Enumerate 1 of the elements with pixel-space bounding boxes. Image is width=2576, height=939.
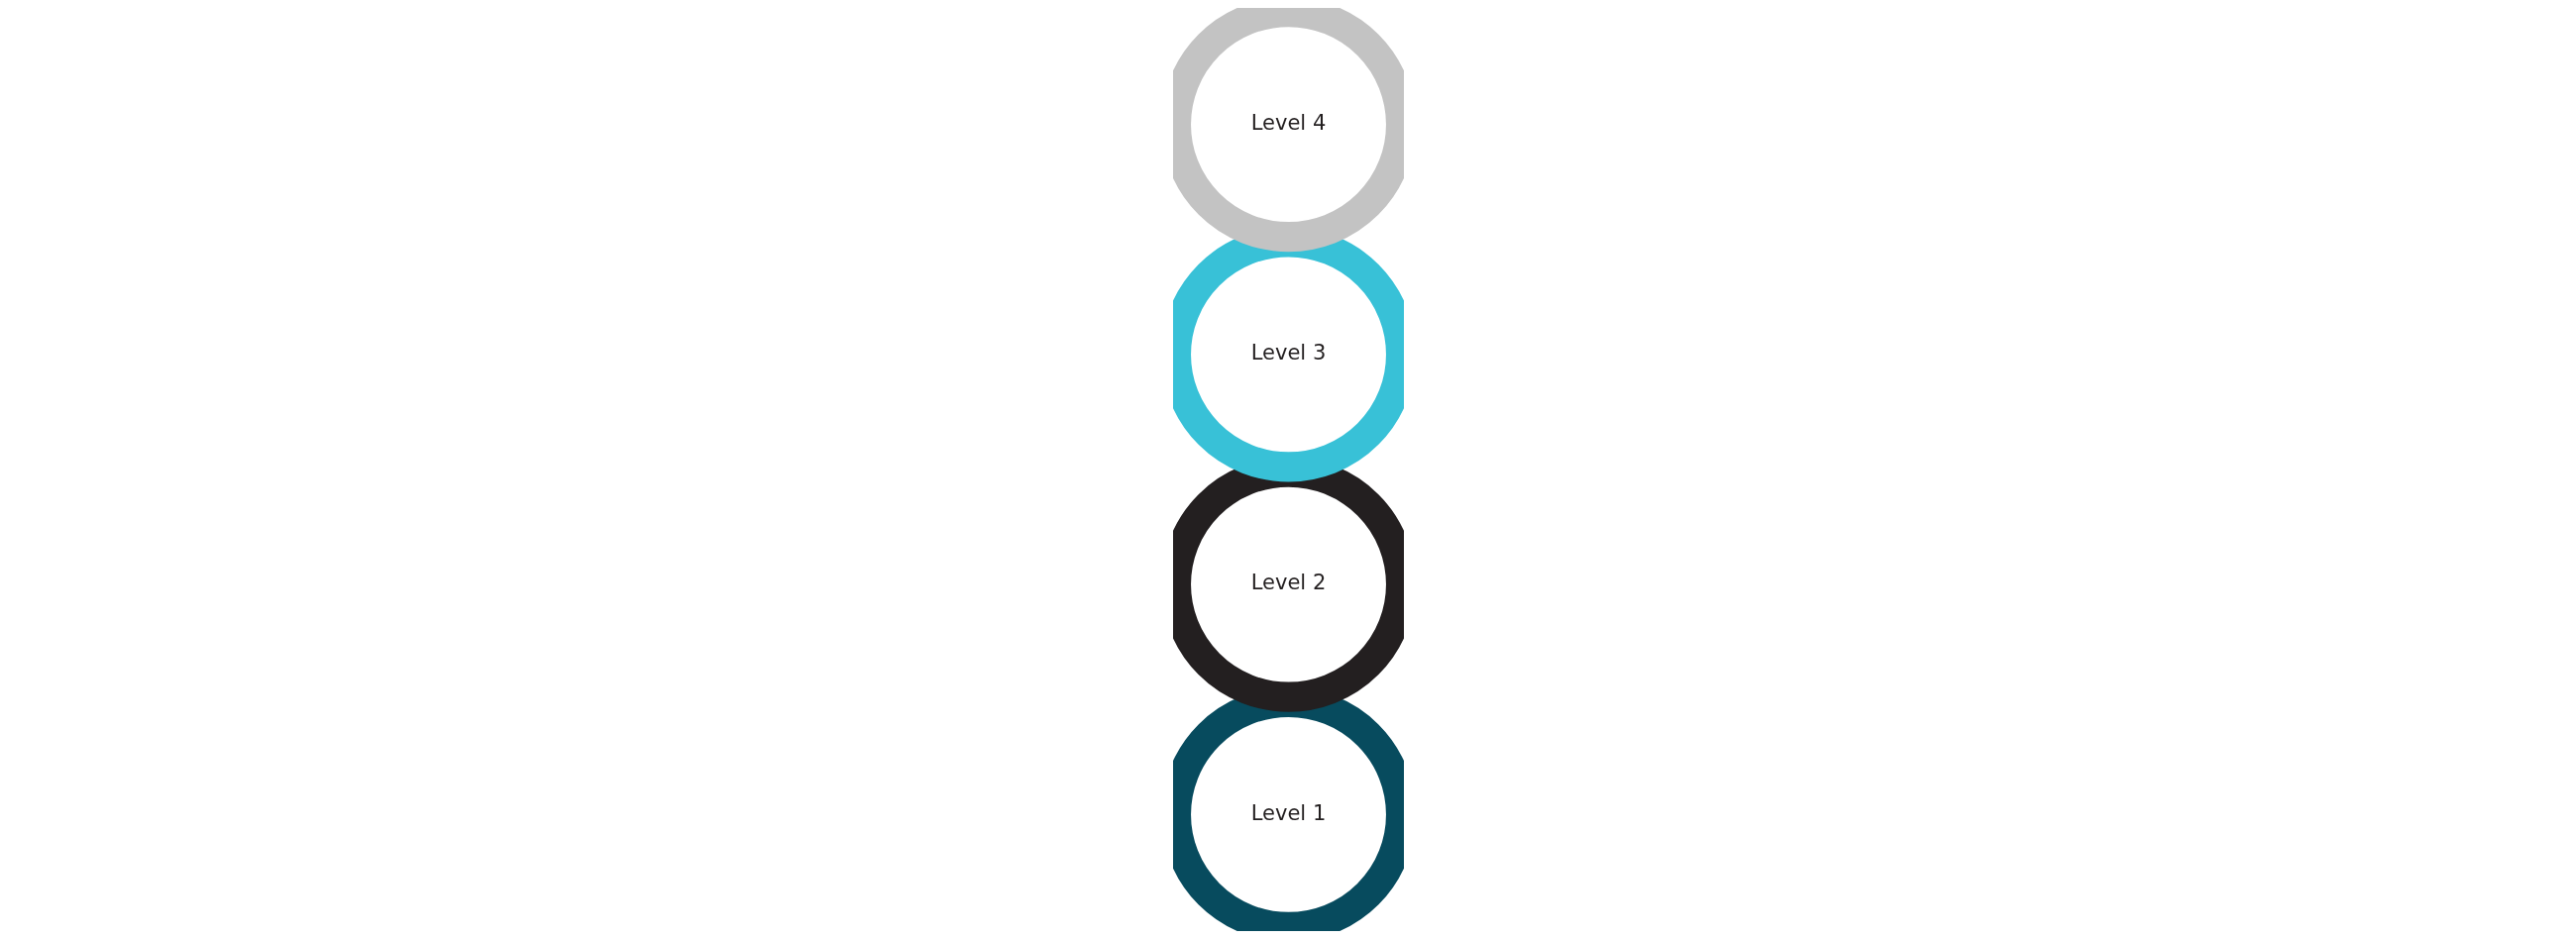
node-circle: Level 4 [1172, 8, 1404, 253]
